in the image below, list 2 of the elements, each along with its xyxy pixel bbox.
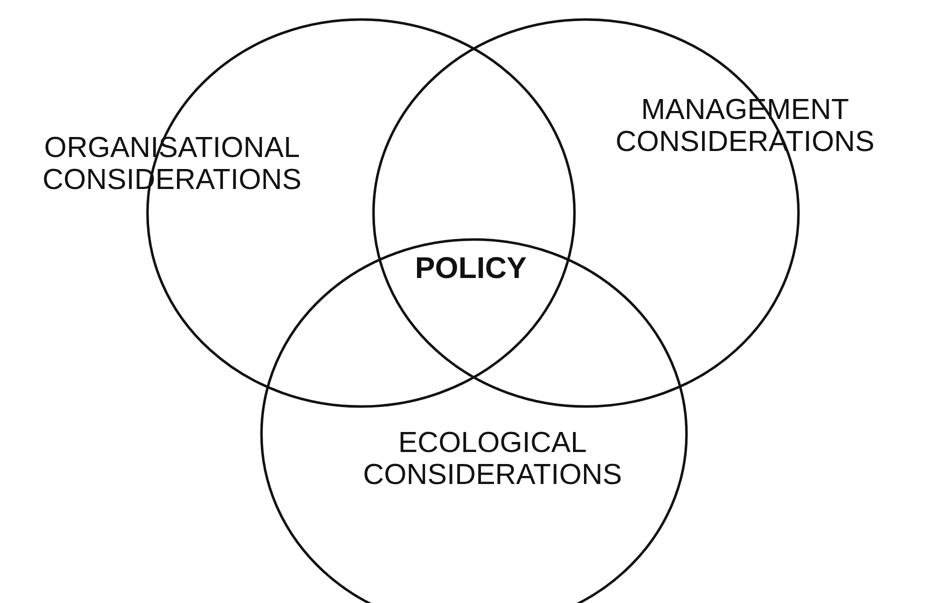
intersection-label: POLICY [415,252,527,286]
set-label: ECOLOGICAL CONSIDERATIONS [362,427,623,491]
